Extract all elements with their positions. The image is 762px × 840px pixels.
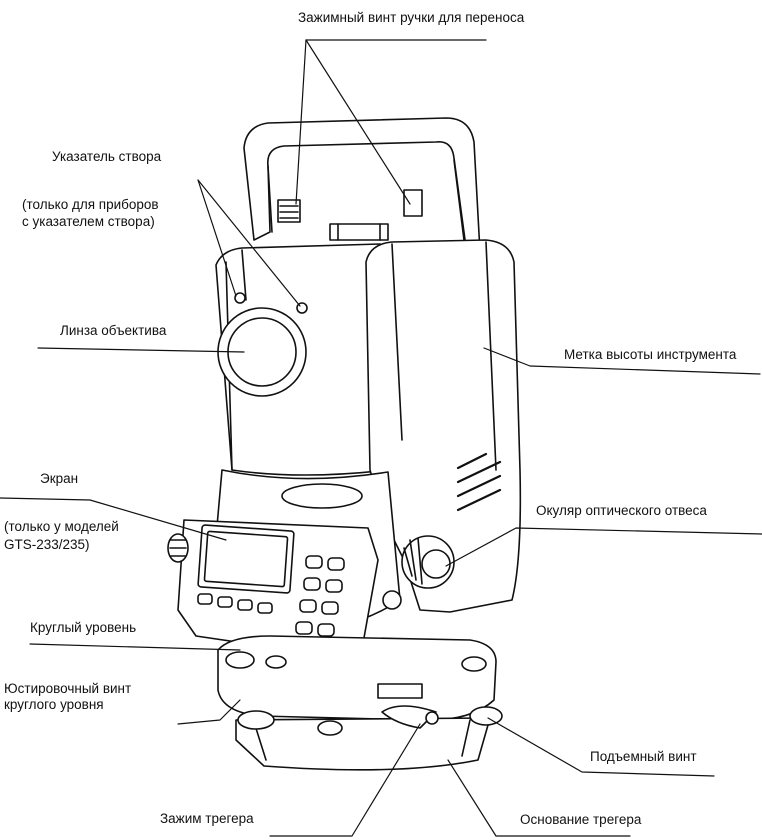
label-display: Экран [40, 471, 79, 486]
right-standard [365, 239, 522, 613]
label-level-adjust-screw-2: круглого уровня [4, 697, 104, 712]
label-display-note-1: (только у моделей [4, 519, 119, 534]
label-handle-clamp: Зажимный винт ручки для переноса [298, 10, 525, 25]
label-sight-guide-note-1: (только для приборов [22, 197, 159, 212]
display-panel [167, 519, 379, 661]
leader-lines [0, 39, 762, 837]
label-display-note-2: GTS-233/235) [4, 537, 90, 552]
label-objective-lens: Линза объектива [60, 323, 167, 338]
label-tribrach-clamp: Зажим трегера [160, 811, 254, 826]
sight-guide-screw-left [234, 292, 246, 304]
label-level-adjust-screw-1: Юстировочный винт [4, 681, 132, 696]
leveling-screw-right [469, 706, 503, 726]
label-tribrach-base: Основание трегера [520, 812, 642, 827]
carrying-handle [243, 117, 481, 263]
leveling-screw-left [237, 710, 275, 730]
label-plummet-eyepiece: Окуляр оптического отвеса [536, 503, 707, 518]
label-sight-guide: Указатель створа [52, 149, 162, 164]
telescope-body [215, 243, 389, 476]
label-leveling-screw: Подъемный винт [590, 749, 697, 764]
tribrach [217, 635, 503, 771]
label-instrument-height-mark: Метка высоты инструмента [564, 347, 737, 362]
label-sight-guide-note-2: с указателем створа) [22, 214, 155, 229]
label-circular-level: Круглый уровень [30, 620, 137, 635]
